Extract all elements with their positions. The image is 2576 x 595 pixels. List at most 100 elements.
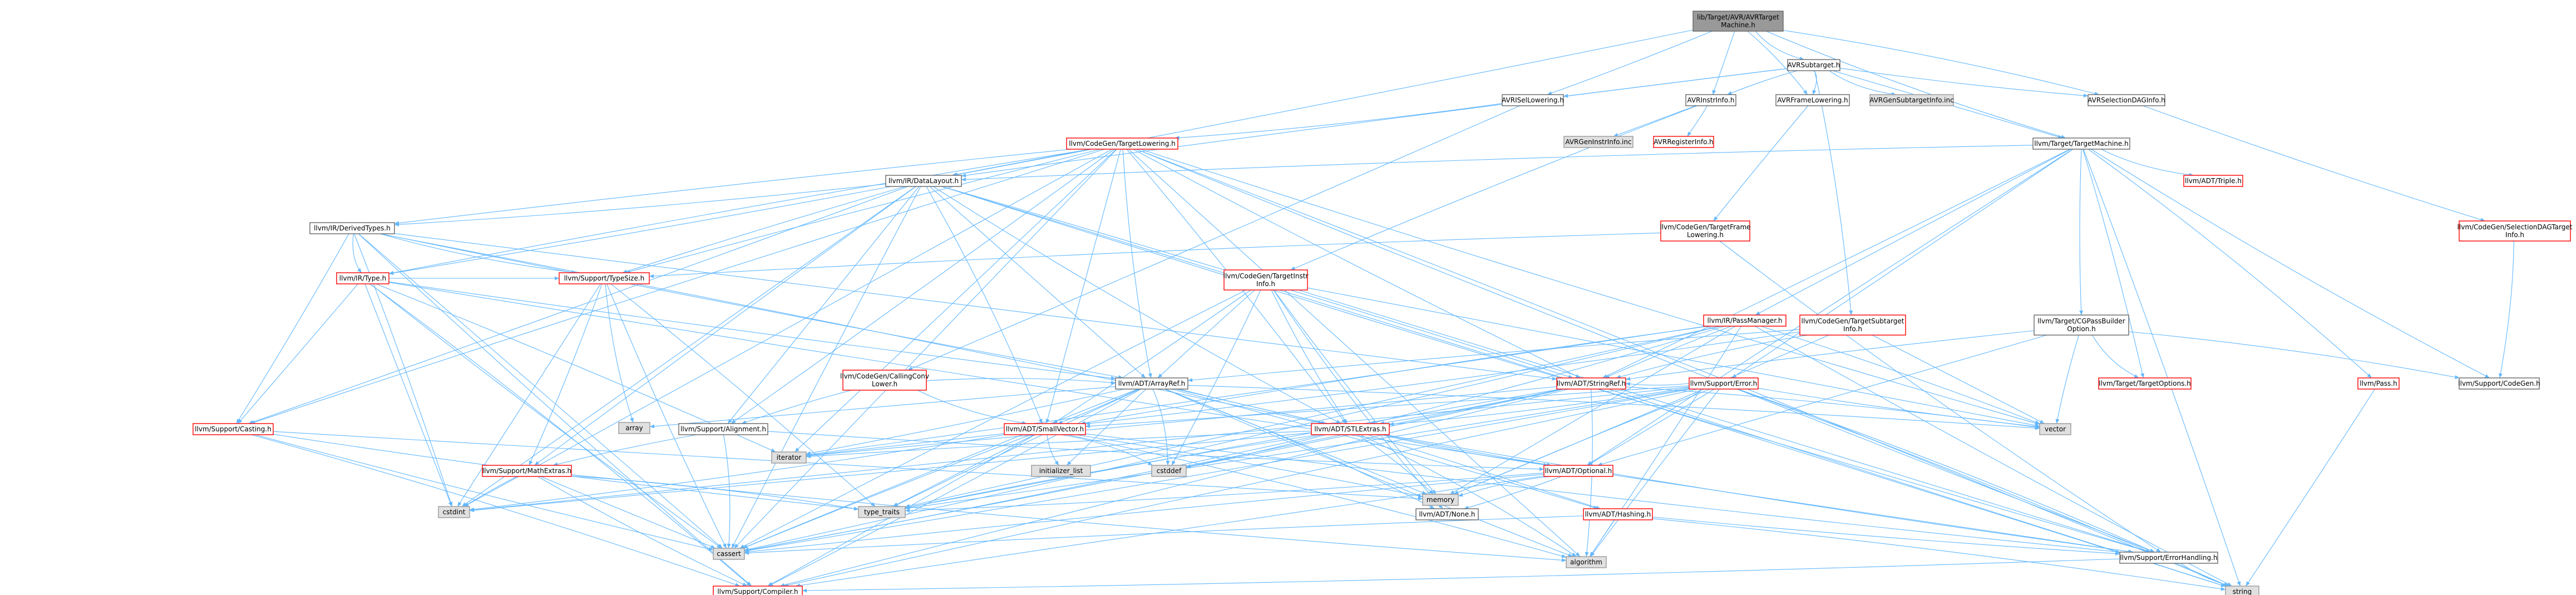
node-avrisellowering[interactable]: AVRISelLowering.h — [1502, 94, 1564, 106]
node-label: llvm/Pass.h — [2360, 380, 2397, 387]
node-optional[interactable]: llvm/ADT/Optional.h — [1543, 465, 1613, 477]
node-label: llvm/ADT/Optional.h — [1545, 467, 1612, 475]
node-label: initializer_list — [1039, 467, 1083, 475]
node-array: array — [618, 422, 650, 434]
edge-casting-to-memory — [273, 431, 1423, 499]
edge-datalayout-to-derivedtypes — [394, 184, 886, 225]
edge-arrowhead — [236, 419, 241, 424]
node-targetmachine[interactable]: llvm/Target/TargetMachine.h — [2032, 137, 2130, 150]
node-avrregisterinfo[interactable]: AVRRegisterInfo.h — [1653, 136, 1714, 148]
edge-arrayref-to-memory — [1165, 389, 1427, 495]
edge-arrayref-to-type_traits — [893, 389, 1141, 507]
node-label: AVRSubtarget.h — [1788, 61, 1840, 69]
edge-arrowhead — [743, 544, 748, 549]
node-label: llvm/ADT/STLExtras.h — [1314, 425, 1386, 433]
edge-derivedtypes-to-cstdint — [354, 233, 452, 507]
node-label: algorithm — [1570, 558, 1602, 566]
edge-arrowhead — [1713, 216, 1718, 221]
node-cstdint: cstdint — [438, 506, 470, 518]
edge-cgtargetlowering-to-vector — [1140, 149, 2040, 425]
node-box — [1583, 508, 1653, 520]
node-pass[interactable]: llvm/Pass.h — [2357, 377, 2400, 390]
edge-arrowhead — [734, 543, 739, 548]
edge-datalayout-to-arrayref — [929, 186, 1146, 378]
edge-arrowhead — [1343, 419, 1348, 424]
node-box — [2357, 377, 2400, 390]
edge-avrframelowering-to-frameloweringcg — [1713, 105, 1809, 222]
edge-arrayref-to-initializer_list — [1066, 389, 1147, 466]
edge-avrsubtarget-to-avrselectiondaginfo — [1839, 67, 2089, 96]
node-hashing[interactable]: llvm/ADT/Hashing.h — [1583, 508, 1653, 520]
edge-derivedtypes-to-typesize — [380, 233, 576, 273]
edge-arrowhead — [746, 582, 751, 586]
edge-callingconvlower-to-arrayref — [926, 378, 1116, 383]
node-smallvector[interactable]: llvm/ADT/SmallVector.h — [1004, 423, 1086, 435]
node-stlextras[interactable]: llvm/ADT/STLExtras.h — [1311, 423, 1390, 435]
edge-arrowhead — [2149, 548, 2155, 553]
edge-derivedtypes-to-cassert — [358, 233, 723, 549]
node-typesize[interactable]: llvm/Support/TypeSize.h — [559, 272, 650, 284]
node-passmanager[interactable]: llvm/IR/PassManager.h — [1703, 314, 1787, 327]
node-avrsubtarget[interactable]: AVRSubtarget.h — [1787, 59, 1840, 71]
edge-arrowhead — [853, 507, 858, 511]
node-datalayout[interactable]: llvm/IR/DataLayout.h — [885, 175, 962, 187]
node-triple[interactable]: llvm/ADT/Triple.h — [2183, 175, 2243, 187]
edge-arrowhead — [1172, 460, 1176, 465]
node-avrselectiondaginfo[interactable]: AVRSelectionDAGInfo.h — [2088, 94, 2165, 106]
edge-avrsubtarget-to-subtargetinfo — [1814, 70, 1852, 316]
node-none[interactable]: llvm/ADT/None.h — [1415, 508, 1479, 520]
node-cgtargetlowering[interactable]: llvm/CodeGen/TargetLowering.h — [1066, 137, 1178, 150]
edge-stringref-to-compiler — [779, 389, 1570, 587]
edge-irtype-to-cassert — [369, 283, 722, 549]
node-avrinstrinfo[interactable]: AVRInstrInfo.h — [1685, 94, 1736, 106]
node-mathextras[interactable]: llvm/Support/MathExtras.h — [482, 465, 572, 477]
node-supporterror[interactable]: llvm/Support/Error.h — [1689, 377, 1759, 390]
node-casting[interactable]: llvm/Support/Casting.h — [193, 423, 274, 435]
edge-supporterror-to-compiler — [783, 389, 1698, 587]
edge-arrowhead — [238, 419, 243, 424]
node-targetoptions[interactable]: llvm/Target/TargetOptions.h — [2098, 377, 2192, 390]
node-stringref[interactable]: llvm/ADT/StringRef.h — [1556, 377, 1626, 390]
edge-mathextras-to-compiler — [537, 476, 748, 587]
edge-arrowhead — [2367, 373, 2372, 378]
edge-avrsubtarget-to-avrgensubtargetinfo — [1829, 70, 1897, 95]
edge-arrowhead — [1539, 467, 1544, 471]
node-compiler[interactable]: llvm/Support/Compiler.h — [713, 586, 803, 595]
edge-arrowhead — [1812, 90, 1817, 95]
node-label: llvm/Support/Casting.h — [195, 425, 272, 433]
node-arrayref[interactable]: llvm/ADT/ArrayRef.h — [1115, 377, 1188, 390]
edge-cgtargetlowering-to-typesize — [625, 149, 1101, 273]
node-alignment[interactable]: llvm/Support/Alignment.h — [678, 423, 768, 435]
node-derivedtypes[interactable]: llvm/IR/DerivedTypes.h — [309, 222, 395, 234]
edge-supporterror-to-errorhandling — [1738, 389, 2155, 553]
edge-smallvector-to-memory — [1075, 434, 1423, 497]
edge-cgtargetlowering-to-stringref — [1133, 149, 1581, 378]
node-errorhandling[interactable]: llvm/Support/ErrorHandling.h — [2119, 552, 2218, 564]
edge-stringref-to-iterator — [806, 386, 1557, 456]
node-iterator: iterator — [771, 451, 807, 464]
edge-arrowhead — [2079, 310, 2084, 315]
edge-root-to-avrisellowering — [1547, 31, 1713, 95]
edge-datalayout-to-typesize — [622, 186, 906, 273]
node-avrframelowering[interactable]: AVRFrameLowering.h — [1775, 94, 1850, 106]
node-box — [1566, 556, 1607, 568]
node-label: llvm/ADT/StringRef.h — [1557, 380, 1626, 387]
edge-errorhandling-to-string — [2180, 563, 2230, 587]
edge-avrsubtarget-to-avrinstrinfo — [1727, 70, 1798, 95]
edge-arrowhead — [1438, 504, 1443, 509]
edge-arrayref-to-algorithm — [1165, 389, 1573, 557]
edge-targetmachine-to-string — [2083, 149, 2241, 587]
node-avrgeninstrinfo: AVRGenInstrInfo.inc — [1563, 136, 1634, 148]
edge-stlextras-to-iterator — [806, 430, 1312, 457]
edge-arrowhead — [742, 582, 747, 586]
node-irtype[interactable]: llvm/IR/Type.h — [336, 272, 389, 284]
node-supportcodegen[interactable]: llvm/Support/CodeGen.h — [2458, 377, 2540, 390]
node-box — [2459, 377, 2540, 390]
